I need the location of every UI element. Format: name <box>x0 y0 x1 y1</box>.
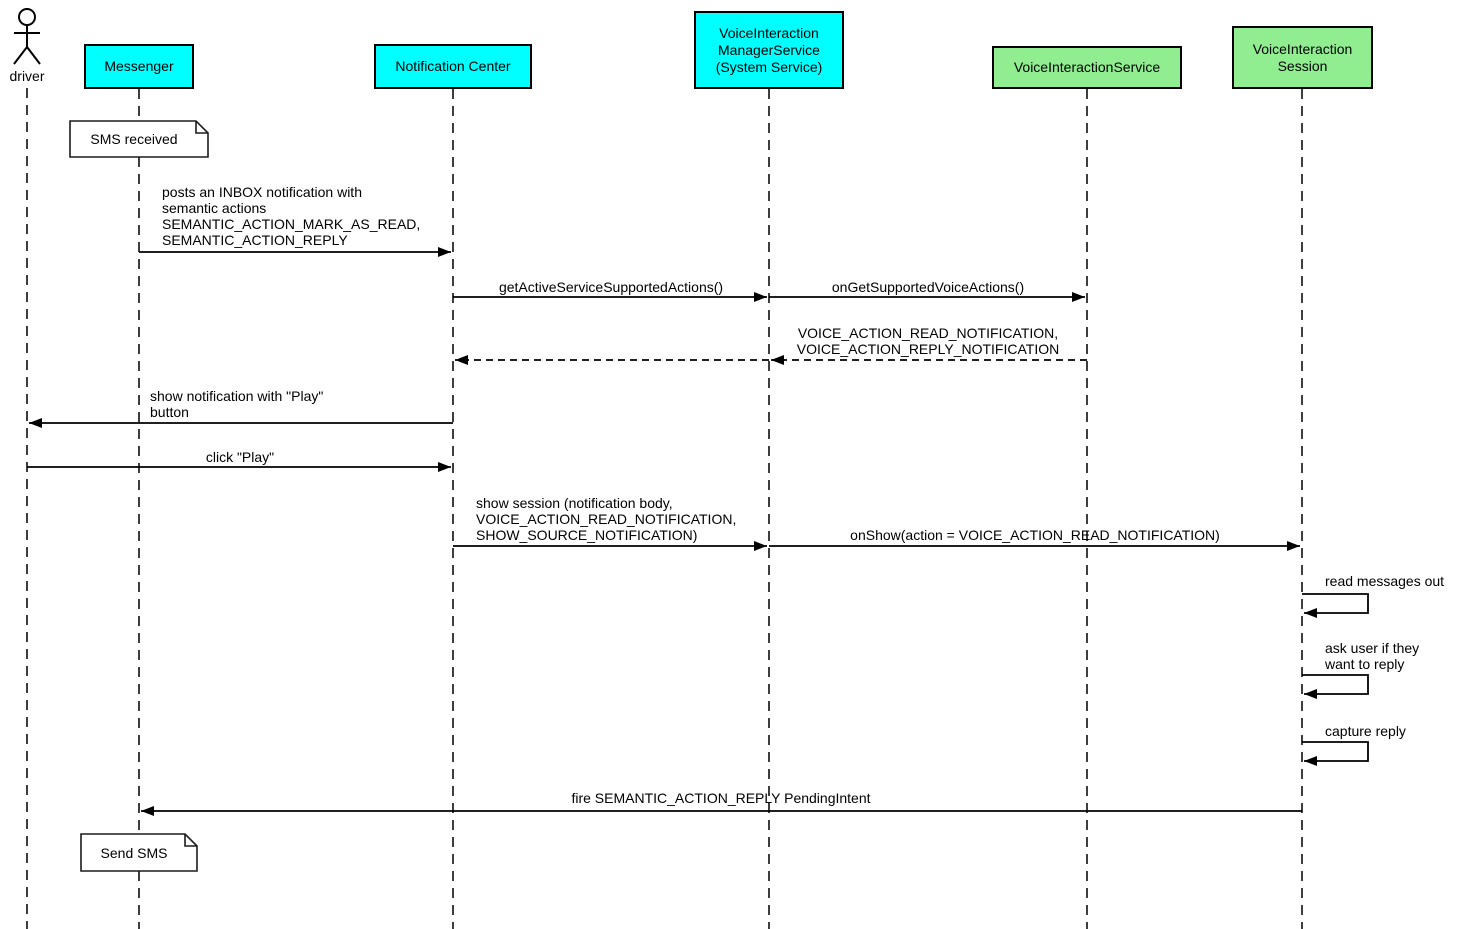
message-label-show-notification-play: show notification with "Play" button <box>150 388 324 420</box>
message-label-read-messages-out: read messages out <box>1325 573 1445 589</box>
participant-voiceinteractionservice: VoiceInteractionService <box>992 46 1182 89</box>
note-send-sms-shape <box>80 833 198 872</box>
participant-voiceinteraction-managerservice: VoiceInteraction ManagerService (System … <box>694 11 844 89</box>
message-label-get-active-service-supported-actions: getActiveServiceSupportedActions() <box>498 279 724 295</box>
participant-voiceinteraction-session-label: VoiceInteraction Session <box>1252 40 1353 74</box>
participant-voiceinteraction-session: VoiceInteraction Session <box>1232 26 1373 89</box>
message-label-ask-user-reply: ask user if they want to reply <box>1325 640 1420 672</box>
note-sms-received: SMS received <box>90 131 178 147</box>
participant-messenger: Messenger <box>84 44 194 89</box>
self-message-read-messages-out <box>1302 593 1369 618</box>
message-label-voice-actions-return: VOICE_ACTION_READ_NOTIFICATION, VOICE_AC… <box>796 325 1060 357</box>
message-label-show-session: show session (notification body, VOICE_A… <box>476 495 737 543</box>
participant-voiceinteraction-managerservice-label: VoiceInteraction ManagerService (System … <box>715 24 823 75</box>
participant-messenger-label: Messenger <box>104 58 174 74</box>
message-label-click-play: click "Play" <box>205 449 275 465</box>
actor-driver-label: driver <box>9 68 45 84</box>
message-label-fire-semantic-action-reply: fire SEMANTIC_ACTION_REPLY PendingIntent <box>571 790 871 806</box>
message-label-on-get-supported-voice-actions: onGetSupportedVoiceActions() <box>831 279 1025 295</box>
message-label-posts-inbox-notification: posts an INBOX notification with semanti… <box>162 184 421 248</box>
self-message-ask-user-reply <box>1302 674 1369 699</box>
participant-voiceinteractionservice-label: VoiceInteractionService <box>1013 59 1161 75</box>
participant-notification-center-label: Notification Center <box>395 58 511 74</box>
participant-notification-center: Notification Center <box>374 44 532 89</box>
self-message-capture-reply <box>1302 741 1369 766</box>
note-sms-received-shape <box>69 120 209 158</box>
note-send-sms: Send SMS <box>100 844 168 861</box>
message-label-on-show: onShow(action = VOICE_ACTION_READ_NOTIFI… <box>850 527 1220 543</box>
message-label-capture-reply: capture reply <box>1325 723 1406 739</box>
actor-figure <box>13 8 41 65</box>
